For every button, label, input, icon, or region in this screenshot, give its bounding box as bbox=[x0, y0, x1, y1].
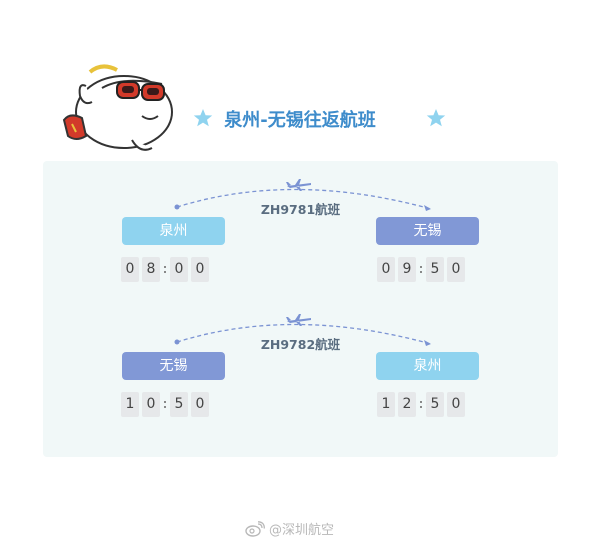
time-colon bbox=[419, 392, 423, 417]
flight-path-arc bbox=[174, 323, 432, 346]
flight-number: ZH9782航班 bbox=[260, 337, 341, 352]
time-digit: 0 bbox=[447, 257, 465, 282]
weibo-icon bbox=[245, 520, 265, 537]
time-digit: 0 bbox=[121, 257, 139, 282]
departure-time: 1 0 5 0 bbox=[121, 392, 209, 417]
star-icon bbox=[426, 109, 446, 127]
time-digit: 0 bbox=[377, 257, 395, 282]
time-digit: 8 bbox=[142, 257, 160, 282]
airplane-icon bbox=[286, 179, 311, 191]
flight-number: ZH9781航班 bbox=[260, 202, 341, 217]
airplane-icon bbox=[286, 314, 311, 326]
arrival-city: 无锡 bbox=[376, 217, 479, 245]
time-digit: 1 bbox=[377, 392, 395, 417]
time-digit: 5 bbox=[426, 257, 444, 282]
time-digit: 0 bbox=[142, 392, 160, 417]
cartoon-mascot-with-sunglasses-icon bbox=[62, 64, 173, 151]
page-title: 泉州-无锡往返航班 bbox=[224, 110, 376, 131]
watermark: @深圳航空 bbox=[245, 519, 334, 538]
watermark-text: @深圳航空 bbox=[269, 523, 335, 538]
departure-city: 泉州 bbox=[122, 217, 225, 245]
flight-path-arc bbox=[174, 188, 432, 211]
departure-time: 0 8 0 0 bbox=[121, 257, 209, 282]
time-colon bbox=[163, 257, 167, 282]
time-colon bbox=[163, 392, 167, 417]
time-digit: 0 bbox=[191, 392, 209, 417]
time-digit: 5 bbox=[170, 392, 188, 417]
time-digit: 5 bbox=[426, 392, 444, 417]
departure-city: 无锡 bbox=[122, 352, 225, 380]
time-digit: 0 bbox=[447, 392, 465, 417]
flight-route-1: ZH9781航班 泉州 无锡 0 8 0 0 0 9 5 0 bbox=[43, 176, 558, 326]
time-colon bbox=[419, 257, 423, 282]
time-digit: 1 bbox=[121, 392, 139, 417]
time-digit: 0 bbox=[191, 257, 209, 282]
arrival-city: 泉州 bbox=[376, 352, 479, 380]
flight-panel: ZH9781航班 泉州 无锡 0 8 0 0 0 9 5 0 ZH9782航班 … bbox=[43, 161, 558, 457]
time-digit: 0 bbox=[170, 257, 188, 282]
time-digit: 9 bbox=[398, 257, 416, 282]
arrival-time: 1 2 5 0 bbox=[377, 392, 465, 417]
flight-route-2: ZH9782航班 无锡 泉州 1 0 5 0 1 2 5 0 bbox=[43, 311, 558, 461]
star-icon bbox=[193, 109, 213, 127]
arrival-time: 0 9 5 0 bbox=[377, 257, 465, 282]
time-digit: 2 bbox=[398, 392, 416, 417]
